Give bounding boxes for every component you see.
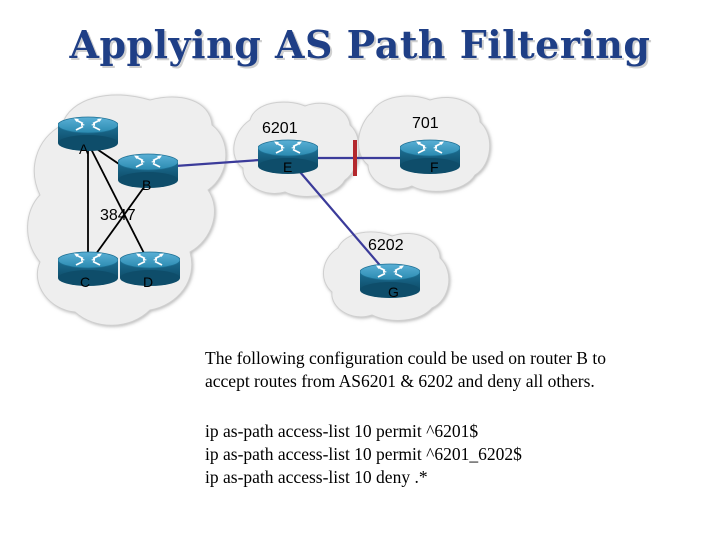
description-line-2: accept routes from AS6201 & 6202 and den… (205, 371, 595, 391)
link-e-g (287, 157, 391, 278)
page-title: Applying AS Path Filtering (69, 22, 651, 67)
as-label-6201: 6201 (262, 120, 298, 137)
config-line-3: ip as-path access-list 10 deny .* (205, 467, 428, 487)
as-label-701: 701 (412, 115, 439, 132)
router-label-d: D (143, 274, 153, 290)
description-text: The following configuration could be use… (205, 347, 685, 393)
router-label-a: A (79, 141, 89, 157)
router-label-e: E (283, 159, 292, 175)
as-label-3847: 3847 (100, 207, 136, 224)
link-b-c (87, 182, 148, 266)
description-line-1: The following configuration could be use… (205, 348, 606, 368)
router-label-c: C (80, 274, 90, 290)
as-label-6202: 6202 (368, 237, 404, 254)
router-label-g: G (388, 284, 399, 300)
router-label-b: B (142, 177, 151, 193)
router-label-f: F (430, 159, 439, 175)
config-line-1: ip as-path access-list 10 permit ^6201$ (205, 421, 479, 441)
link-a-d (87, 142, 151, 266)
config-line-2: ip as-path access-list 10 permit ^6201_6… (205, 444, 522, 464)
config-block: ip as-path access-list 10 permit ^6201$ … (205, 420, 685, 489)
